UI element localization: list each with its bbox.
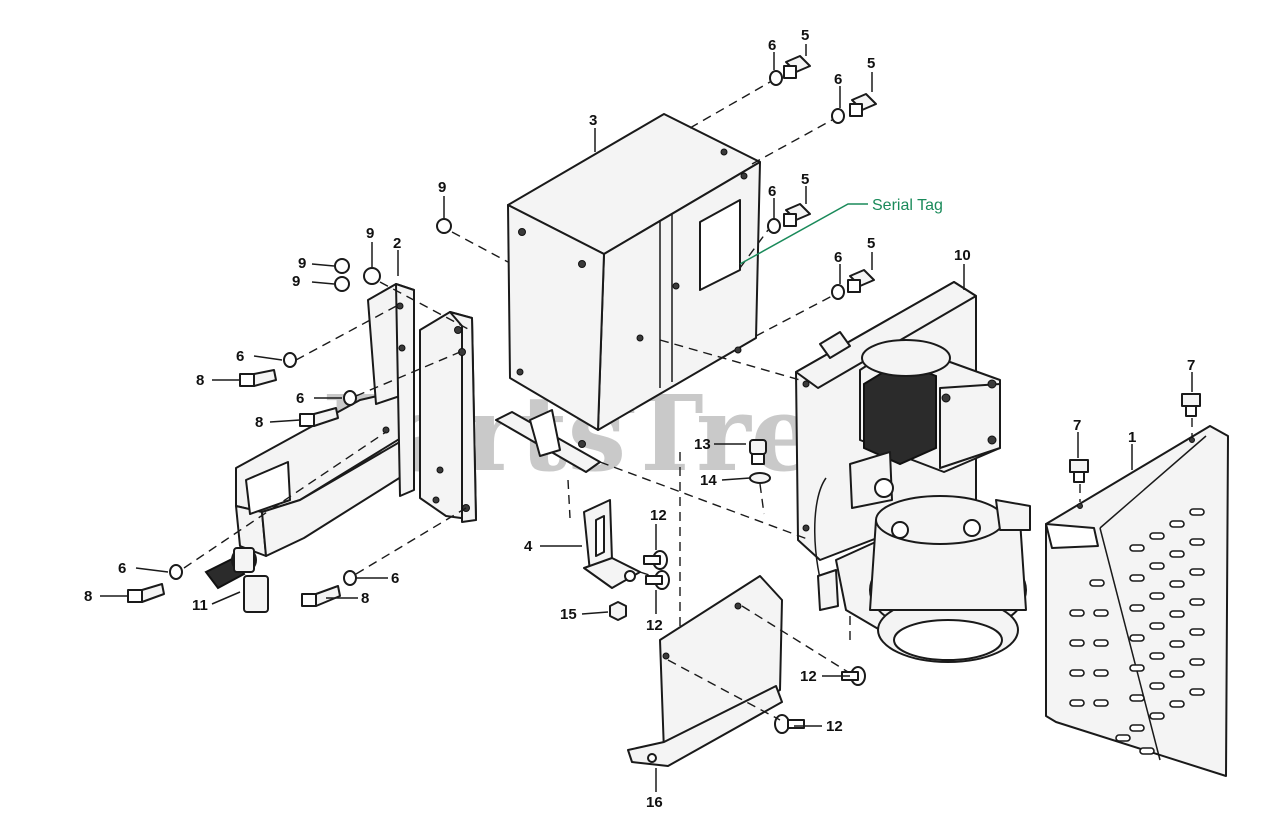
callout-12-a: 12 [650,507,667,524]
part-2-mount-frame [235,283,477,557]
callout-labels: 1 2 3 4 5 5 5 5 6 6 6 6 6 6 6 6 7 7 8 8 … [84,27,1195,811]
callout-5-b: 5 [867,55,875,72]
callout-6-g: 6 [118,560,126,577]
callout-6-c: 6 [768,183,776,200]
callout-15: 15 [560,606,577,623]
serial-tag-label: Serial Tag [872,197,943,214]
callout-4: 4 [524,538,533,555]
callout-16: 16 [646,794,663,811]
callout-12-c: 12 [800,668,817,685]
callout-5-a: 5 [801,27,809,44]
part-3-box [495,113,761,473]
serial-tag-pointer: Serial Tag [739,197,943,265]
callout-7-a: 7 [1073,417,1081,434]
callout-6-d: 6 [834,249,842,266]
shield-vent-slots [1069,508,1205,755]
callout-10: 10 [954,247,971,264]
callout-12-b: 12 [646,617,663,634]
callout-8-b: 8 [255,414,263,431]
callout-14: 14 [700,472,717,489]
callout-6-a: 6 [768,37,776,54]
callout-8-d: 8 [361,590,369,607]
part-10-motor-assembly [795,281,1031,663]
callout-9-a: 9 [438,179,446,196]
callout-11: 11 [192,597,208,614]
callout-1: 1 [1128,429,1136,446]
callout-9-c: 9 [298,255,306,272]
callout-9-d: 9 [292,273,300,290]
callout-9-b: 9 [366,225,374,242]
assembly-lines [183,81,1193,721]
callout-12-d: 12 [826,718,843,735]
callout-8-a: 8 [196,372,204,389]
part-11-connector [204,547,269,613]
callout-6-b: 6 [834,71,842,88]
callout-6-f: 6 [296,390,304,407]
callout-8-c: 8 [84,588,92,605]
callout-leaders [100,44,1193,792]
part-1-shield [1045,425,1229,777]
callout-6-e: 6 [236,348,244,365]
callout-7-b: 7 [1187,357,1195,374]
fasteners [127,55,1201,734]
part-16-lower-bracket [627,575,783,767]
callout-13: 13 [694,436,711,453]
callout-6-h: 6 [391,570,399,587]
callout-5-d: 5 [867,235,875,252]
callout-5-c: 5 [801,171,809,188]
callout-3: 3 [589,112,597,129]
callout-2: 2 [393,235,401,252]
part-4-bracket [583,499,641,589]
